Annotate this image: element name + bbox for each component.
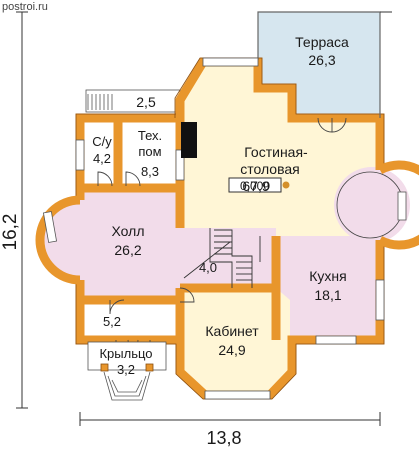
wc-area: 4,2 <box>93 151 111 166</box>
porch-name: Крыльцо <box>99 346 152 361</box>
hall-bay-wall <box>35 195 81 285</box>
wc-floor <box>86 122 118 186</box>
level-mark: 0,000 <box>240 179 270 193</box>
living-marker <box>282 181 290 189</box>
living-floor <box>180 62 380 262</box>
dim-width-label: 13,8 <box>206 428 241 448</box>
hall-area: 26,2 <box>114 242 141 258</box>
level-mark-box <box>228 177 282 193</box>
living-name-line1: Гостиная- <box>244 144 308 160</box>
terrace-outline <box>257 11 381 118</box>
stairs-icon <box>183 228 261 288</box>
study-name: Кабинет <box>205 323 259 339</box>
kitchen-name: Кухня <box>309 268 346 284</box>
terrace-door-icon <box>317 117 347 133</box>
tech-name-line2: пом <box>138 144 161 159</box>
stairs-floor <box>180 228 276 288</box>
balcony-steps-icon <box>87 94 113 110</box>
vestibule-floor <box>86 302 176 338</box>
dim-height-label: 16,2 <box>0 214 21 251</box>
wc-name: С/у <box>92 134 112 149</box>
tech-area: 8,3 <box>141 164 159 179</box>
terrace-floor <box>258 12 380 115</box>
porch-steps-icon <box>87 341 167 401</box>
living-area: 67,9 <box>242 178 269 194</box>
terrace-name: Терраса <box>295 34 349 50</box>
windows <box>42 57 407 400</box>
watermark: postroi.ru <box>2 1 48 13</box>
kitchen-floor <box>276 236 380 340</box>
living-name-line2: столовая <box>240 161 300 177</box>
hall-bay <box>42 202 118 278</box>
dimension-lines <box>16 11 392 426</box>
tech-floor <box>120 122 178 186</box>
kitchen-bay-wall <box>377 160 419 250</box>
kitchen-area: 18,1 <box>314 287 341 303</box>
terrace-area: 26,3 <box>308 52 335 68</box>
fireplace-icon <box>181 122 197 158</box>
balcony-area: 2,5 <box>136 94 156 110</box>
tech-name-line1: Тех. <box>138 128 162 143</box>
vestibule-area: 5,2 <box>103 314 121 329</box>
hall-name: Холл <box>112 223 145 239</box>
study-floor <box>180 288 290 395</box>
porch-area: 3,2 <box>117 362 135 377</box>
stairs-area: 4,0 <box>199 260 217 275</box>
study-area: 24,9 <box>218 342 245 358</box>
kitchen-bay <box>334 167 410 243</box>
